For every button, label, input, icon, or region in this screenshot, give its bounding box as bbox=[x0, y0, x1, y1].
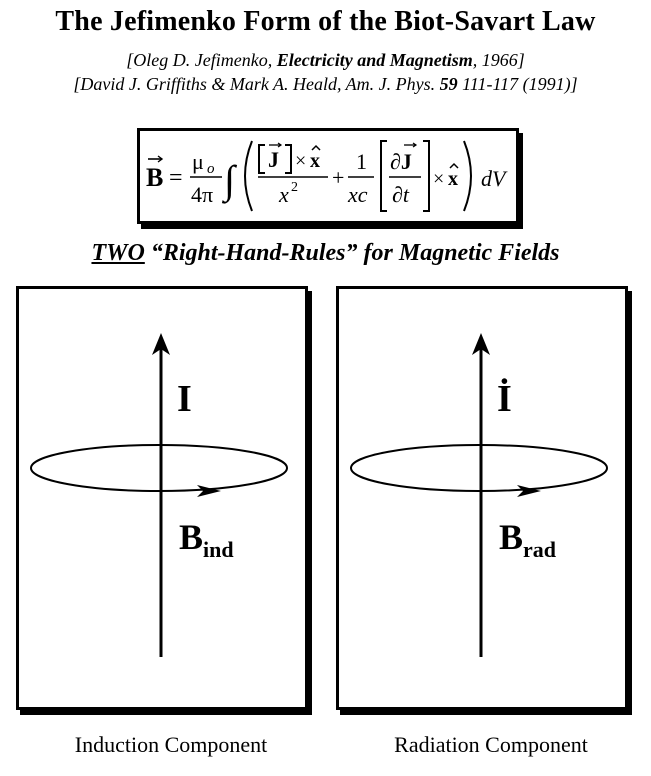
equation-svg: B = μ o 4π ∫ J × x x 2 + 1 xc ∂J ∂t bbox=[146, 140, 508, 212]
eq-equals: = bbox=[169, 165, 183, 191]
eq-integral: ∫ bbox=[221, 157, 238, 204]
field-direction-arrowhead bbox=[197, 485, 221, 497]
eq-xhat-1: x bbox=[310, 150, 320, 172]
reference-griffiths-prefix: [David J. Griffiths & Mark A. Heald, Am.… bbox=[73, 74, 440, 94]
field-label-main: B bbox=[499, 517, 523, 557]
reference-griffiths: [David J. Griffiths & Mark A. Heald, Am.… bbox=[0, 74, 651, 95]
eq-cross-1: × bbox=[295, 150, 306, 172]
field-label: Bind bbox=[179, 517, 234, 562]
current-arrowhead bbox=[152, 333, 170, 355]
field-label-main: B bbox=[179, 517, 203, 557]
hat-x-2 bbox=[449, 162, 459, 169]
eq-partial-t: ∂t bbox=[392, 182, 410, 207]
eq-plus: + bbox=[332, 165, 344, 190]
eq-x-squared: 2 bbox=[291, 180, 298, 195]
field-loop-front bbox=[30, 467, 288, 492]
eq-j: J bbox=[268, 147, 279, 172]
field-loop-back bbox=[350, 444, 608, 469]
induction-caption: Induction Component bbox=[74, 732, 268, 757]
eq-cross-2: × bbox=[433, 168, 444, 190]
eq-lhs-b: B bbox=[146, 163, 163, 192]
field-direction-arrowhead bbox=[517, 485, 541, 497]
eq-x: x bbox=[278, 182, 289, 207]
hat-x-1 bbox=[311, 144, 321, 151]
field-label: Brad bbox=[499, 517, 556, 562]
eq-xc: xc bbox=[347, 182, 368, 207]
radiation-panel: İ Brad bbox=[336, 286, 628, 710]
eq-paren-left bbox=[244, 140, 253, 212]
subtitle-rest: “Right-Hand-Rules” for Magnetic Fields bbox=[144, 240, 560, 266]
vector-arrowhead-j bbox=[277, 142, 283, 148]
page-title: The Jefimenko Form of the Biot-Savart La… bbox=[55, 6, 596, 37]
eq-paren-right bbox=[463, 140, 472, 212]
reference-jefimenko-prefix: [Oleg D. Jefimenko, bbox=[126, 50, 277, 70]
field-loop-front bbox=[350, 467, 608, 492]
equation-box: B = μ o 4π ∫ J × x x 2 + 1 xc ∂J ∂t bbox=[137, 128, 519, 224]
eq-dv: dV bbox=[481, 166, 508, 191]
reference-jefimenko-book: Electricity and Magnetism bbox=[276, 50, 473, 70]
subtitle: TWO “Right-Hand-Rules” for Magnetic Fiel… bbox=[0, 240, 651, 267]
reference-griffiths-volume: 59 bbox=[439, 74, 458, 94]
reference-griffiths-suffix: 111-117 (1991)] bbox=[457, 74, 578, 94]
vector-arrowhead-b bbox=[157, 155, 164, 163]
eq-mu-sub: o bbox=[207, 161, 215, 177]
eq-bracket-j-right bbox=[285, 144, 292, 174]
induction-diagram: I Bind bbox=[30, 333, 288, 657]
eq-four-pi: 4π bbox=[191, 182, 213, 207]
subtitle-emphasis: TWO bbox=[91, 240, 145, 266]
reference-jefimenko-suffix: , 1966] bbox=[472, 50, 525, 70]
field-loop-back bbox=[30, 444, 288, 469]
eq-bracket-dj-right bbox=[423, 140, 430, 212]
current-arrowhead bbox=[472, 333, 490, 355]
eq-one: 1 bbox=[356, 149, 367, 174]
eq-xhat-2: x bbox=[448, 168, 458, 190]
eq-bracket-dj-left bbox=[380, 140, 387, 212]
eq-bracket-j-left bbox=[258, 144, 265, 174]
radiation-diagram: İ Brad bbox=[350, 333, 608, 657]
current-label: I bbox=[177, 378, 192, 420]
eq-mu: μ bbox=[192, 149, 204, 174]
field-label-sub: ind bbox=[203, 537, 234, 562]
current-rate-label: İ bbox=[497, 378, 512, 420]
field-label-sub: rad bbox=[523, 537, 556, 562]
reference-jefimenko: [Oleg D. Jefimenko, Electricity and Magn… bbox=[0, 50, 651, 71]
vector-arrowhead-dj bbox=[412, 142, 418, 148]
induction-panel: I Bind bbox=[16, 286, 308, 710]
radiation-caption: Radiation Component bbox=[394, 732, 588, 757]
eq-partial-j: ∂J bbox=[390, 149, 412, 174]
